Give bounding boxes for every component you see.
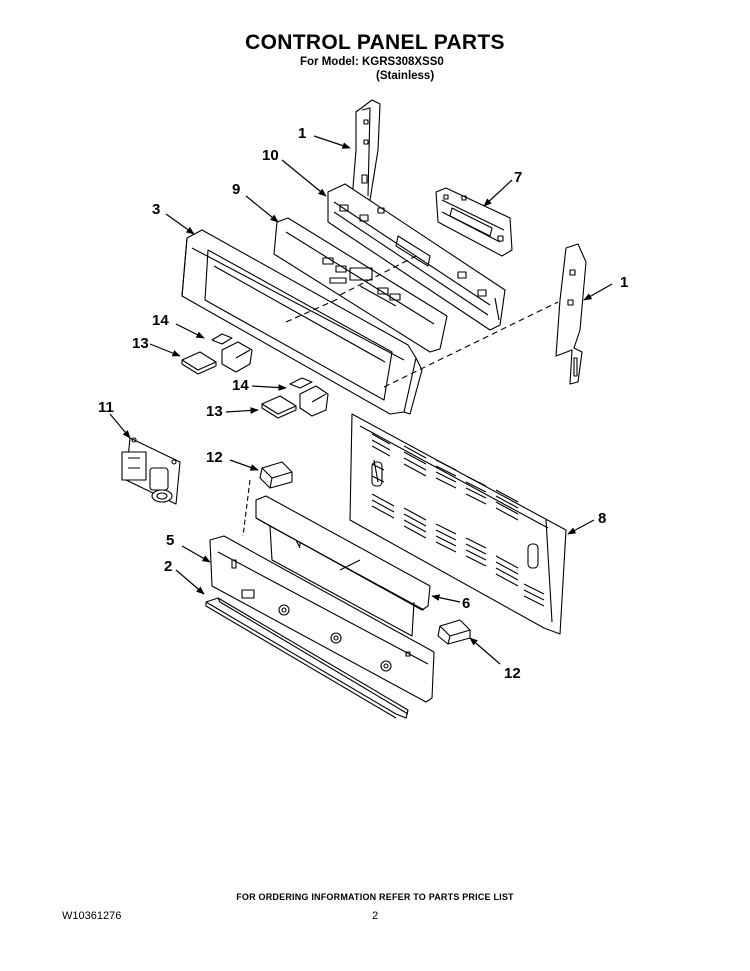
part-14-knob-bracket-a [211, 333, 253, 373]
callout-12-upper: 12 [206, 449, 223, 466]
page-number: 2 [372, 910, 379, 922]
callout-5: 5 [166, 532, 174, 549]
part-6-shield [255, 495, 431, 637]
part-13-knob-a [181, 351, 217, 375]
callout-8: 8 [598, 510, 606, 527]
callout-7: 7 [514, 169, 522, 186]
callout-3: 3 [152, 201, 160, 218]
callout-2: 2 [164, 558, 172, 575]
callout-14-upper: 14 [152, 312, 169, 329]
leader-arrows [109, 135, 613, 665]
part-7-electronic-control [435, 187, 513, 257]
callout-6: 6 [462, 595, 470, 612]
callout-9: 9 [232, 181, 240, 198]
part-3-console-housing [181, 229, 423, 415]
callout-10: 10 [262, 147, 279, 164]
callout-13-upper: 13 [132, 335, 149, 352]
part-10-control-panel-frame [327, 183, 506, 331]
page-title: CONTROL PANEL PARTS [245, 31, 505, 54]
finish-line: (Stainless) [376, 70, 435, 82]
callout-1-top: 1 [298, 125, 306, 142]
part-12-clip-b [437, 619, 471, 645]
model-line: For Model: KGRS308XSS0 [300, 56, 444, 68]
callout-11: 11 [98, 399, 114, 416]
callout-1-right: 1 [620, 274, 628, 291]
callout-13-lower: 13 [206, 403, 223, 420]
document-number: W10361276 [62, 910, 122, 922]
callout-14-lower: 14 [232, 377, 249, 394]
callout-12-lower: 12 [504, 665, 521, 682]
rear-panel-vent-slots [371, 433, 545, 607]
part-11-switch [121, 437, 181, 505]
part-2-trim-strip [205, 597, 409, 719]
part-14-knob-bracket-b [289, 377, 329, 417]
part-8-rear-panel [349, 413, 567, 635]
part-13-knob-b [261, 395, 297, 419]
ordering-note: FOR ORDERING INFORMATION REFER TO PARTS … [236, 892, 514, 902]
part-12-clip-a [259, 461, 293, 489]
part-1-side-bracket-left [351, 99, 381, 207]
part-5-manifold-panel [209, 535, 435, 703]
part-1-side-bracket-right [555, 243, 587, 385]
